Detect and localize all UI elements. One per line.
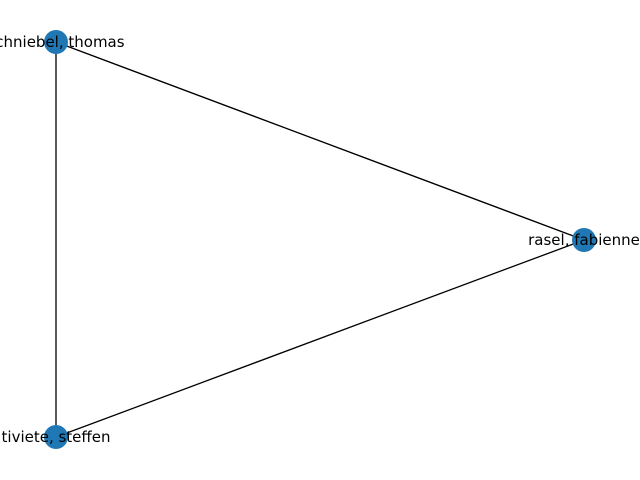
node-label-n3: tiviete, steffen <box>2 428 111 446</box>
graph-node-n2 <box>572 228 596 252</box>
labels-layer: schniebel, thomas rasel, fabienne tiviete,… <box>0 33 640 446</box>
node-label-n2: rasel, fabienne <box>528 231 640 249</box>
graph-node-n1 <box>44 30 68 54</box>
edge-n2-n3 <box>55 239 585 438</box>
nodes-layer <box>44 30 596 449</box>
edges-layer <box>55 41 585 438</box>
node-label-n1: schniebel, thomas <box>0 33 125 51</box>
graph-node-n3 <box>44 425 68 449</box>
edge-n1-n2 <box>55 41 585 241</box>
